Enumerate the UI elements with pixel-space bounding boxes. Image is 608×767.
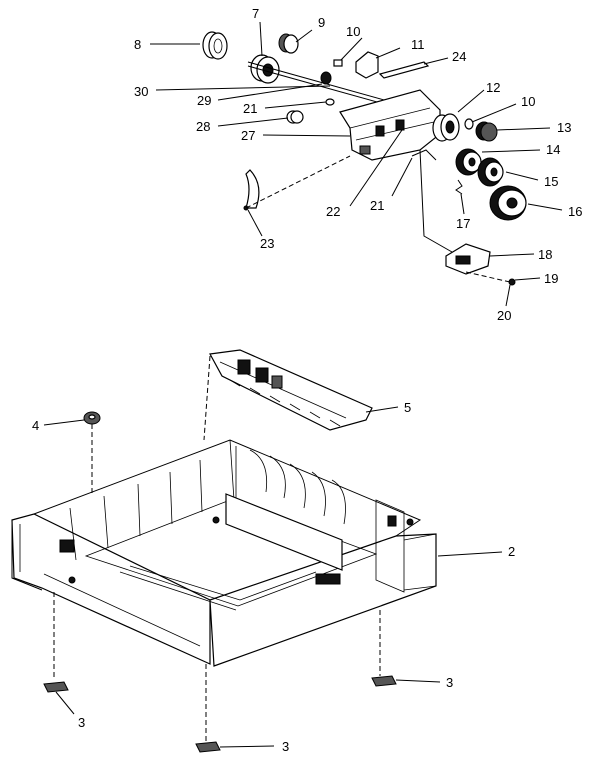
part-15-gear — [477, 157, 504, 187]
part-11-bracket — [355, 51, 379, 79]
drive-assembly — [150, 21, 563, 307]
leader-20 — [505, 284, 511, 307]
part-7-gear — [250, 54, 280, 84]
leader-3c — [395, 679, 441, 683]
label-10a: 10 — [346, 24, 360, 39]
leader-7 — [259, 21, 263, 57]
part-10-washer — [464, 118, 474, 130]
label-9: 9 — [318, 15, 325, 30]
drive-frame — [339, 89, 441, 161]
label-3b: 3 — [282, 739, 289, 754]
part-19-screw — [508, 278, 516, 286]
part-10-pin — [333, 59, 343, 67]
part-5-guide-plate — [209, 349, 373, 431]
leader-9 — [295, 29, 313, 43]
leader-27 — [262, 134, 351, 137]
tray-assembly — [11, 349, 503, 753]
part-29-roller — [320, 71, 332, 85]
leader-10a — [340, 37, 363, 61]
leader-12 — [457, 89, 485, 113]
part-21-clip-lower — [411, 149, 437, 161]
label-28: 28 — [196, 119, 210, 134]
part-9-pulley — [278, 33, 299, 54]
leader-14 — [481, 149, 541, 153]
label-24: 24 — [452, 49, 466, 64]
part-8-roller — [202, 31, 228, 60]
leader-30 — [155, 85, 331, 91]
label-2: 2 — [508, 544, 515, 559]
part-16-gear — [489, 185, 527, 221]
leader-28 — [217, 117, 289, 127]
leader-3a — [55, 691, 75, 715]
leader-4 — [43, 419, 85, 426]
part-2-tray — [11, 439, 437, 667]
label-7: 7 — [252, 6, 259, 21]
label-18: 18 — [538, 247, 552, 262]
part-24-rail — [378, 61, 430, 79]
label-4: 4 — [32, 418, 39, 433]
leader-11 — [375, 47, 401, 59]
leader-29 — [217, 83, 323, 101]
label-12: 12 — [486, 80, 500, 95]
part-18-cable — [419, 149, 453, 253]
label-22: 22 — [326, 204, 340, 219]
label-14: 14 — [546, 142, 560, 157]
label-5: 5 — [404, 400, 411, 415]
part-3-foot-right — [371, 675, 397, 687]
leader-16 — [527, 203, 563, 211]
leader-19 — [514, 277, 541, 281]
label-15: 15 — [544, 174, 558, 189]
leader-15 — [505, 171, 539, 181]
part-3-foot-left — [43, 681, 69, 693]
label-11: 11 — [411, 37, 425, 52]
leader-10b — [471, 103, 517, 123]
part-14-gear — [455, 148, 482, 176]
part-21-clip-upper — [325, 98, 335, 106]
leader-22 — [349, 129, 403, 207]
label-19: 19 — [544, 271, 558, 286]
leader-23 — [247, 209, 263, 237]
leader-21b — [391, 157, 413, 197]
part-13-gear — [475, 121, 498, 142]
part-12-gear — [432, 113, 460, 142]
label-3c: 3 — [446, 675, 453, 690]
label-27: 27 — [241, 128, 255, 143]
label-30: 30 — [134, 84, 148, 99]
leader-2 — [437, 551, 503, 557]
label-29: 29 — [197, 93, 211, 108]
label-23: 23 — [260, 236, 274, 251]
leader-13 — [496, 127, 551, 131]
part-4-nut — [83, 411, 101, 425]
label-21b: 21 — [370, 198, 384, 213]
leader-18 — [489, 253, 535, 257]
label-3a: 3 — [78, 715, 85, 730]
label-16: 16 — [568, 204, 582, 219]
part-3-foot-front — [195, 741, 221, 753]
label-13: 13 — [557, 120, 571, 135]
leader-3b — [219, 745, 275, 748]
leader-17 — [460, 193, 465, 215]
label-10b: 10 — [521, 94, 535, 109]
guide-23 — [245, 155, 351, 209]
label-21a: 21 — [243, 101, 257, 116]
guide-5 — [203, 355, 211, 441]
label-20: 20 — [497, 308, 511, 323]
label-8: 8 — [134, 37, 141, 52]
label-17: 17 — [456, 216, 470, 231]
leader-24 — [423, 57, 449, 65]
leader-5 — [365, 406, 399, 413]
leader-21a — [264, 101, 327, 109]
part-17-spring — [455, 179, 463, 195]
